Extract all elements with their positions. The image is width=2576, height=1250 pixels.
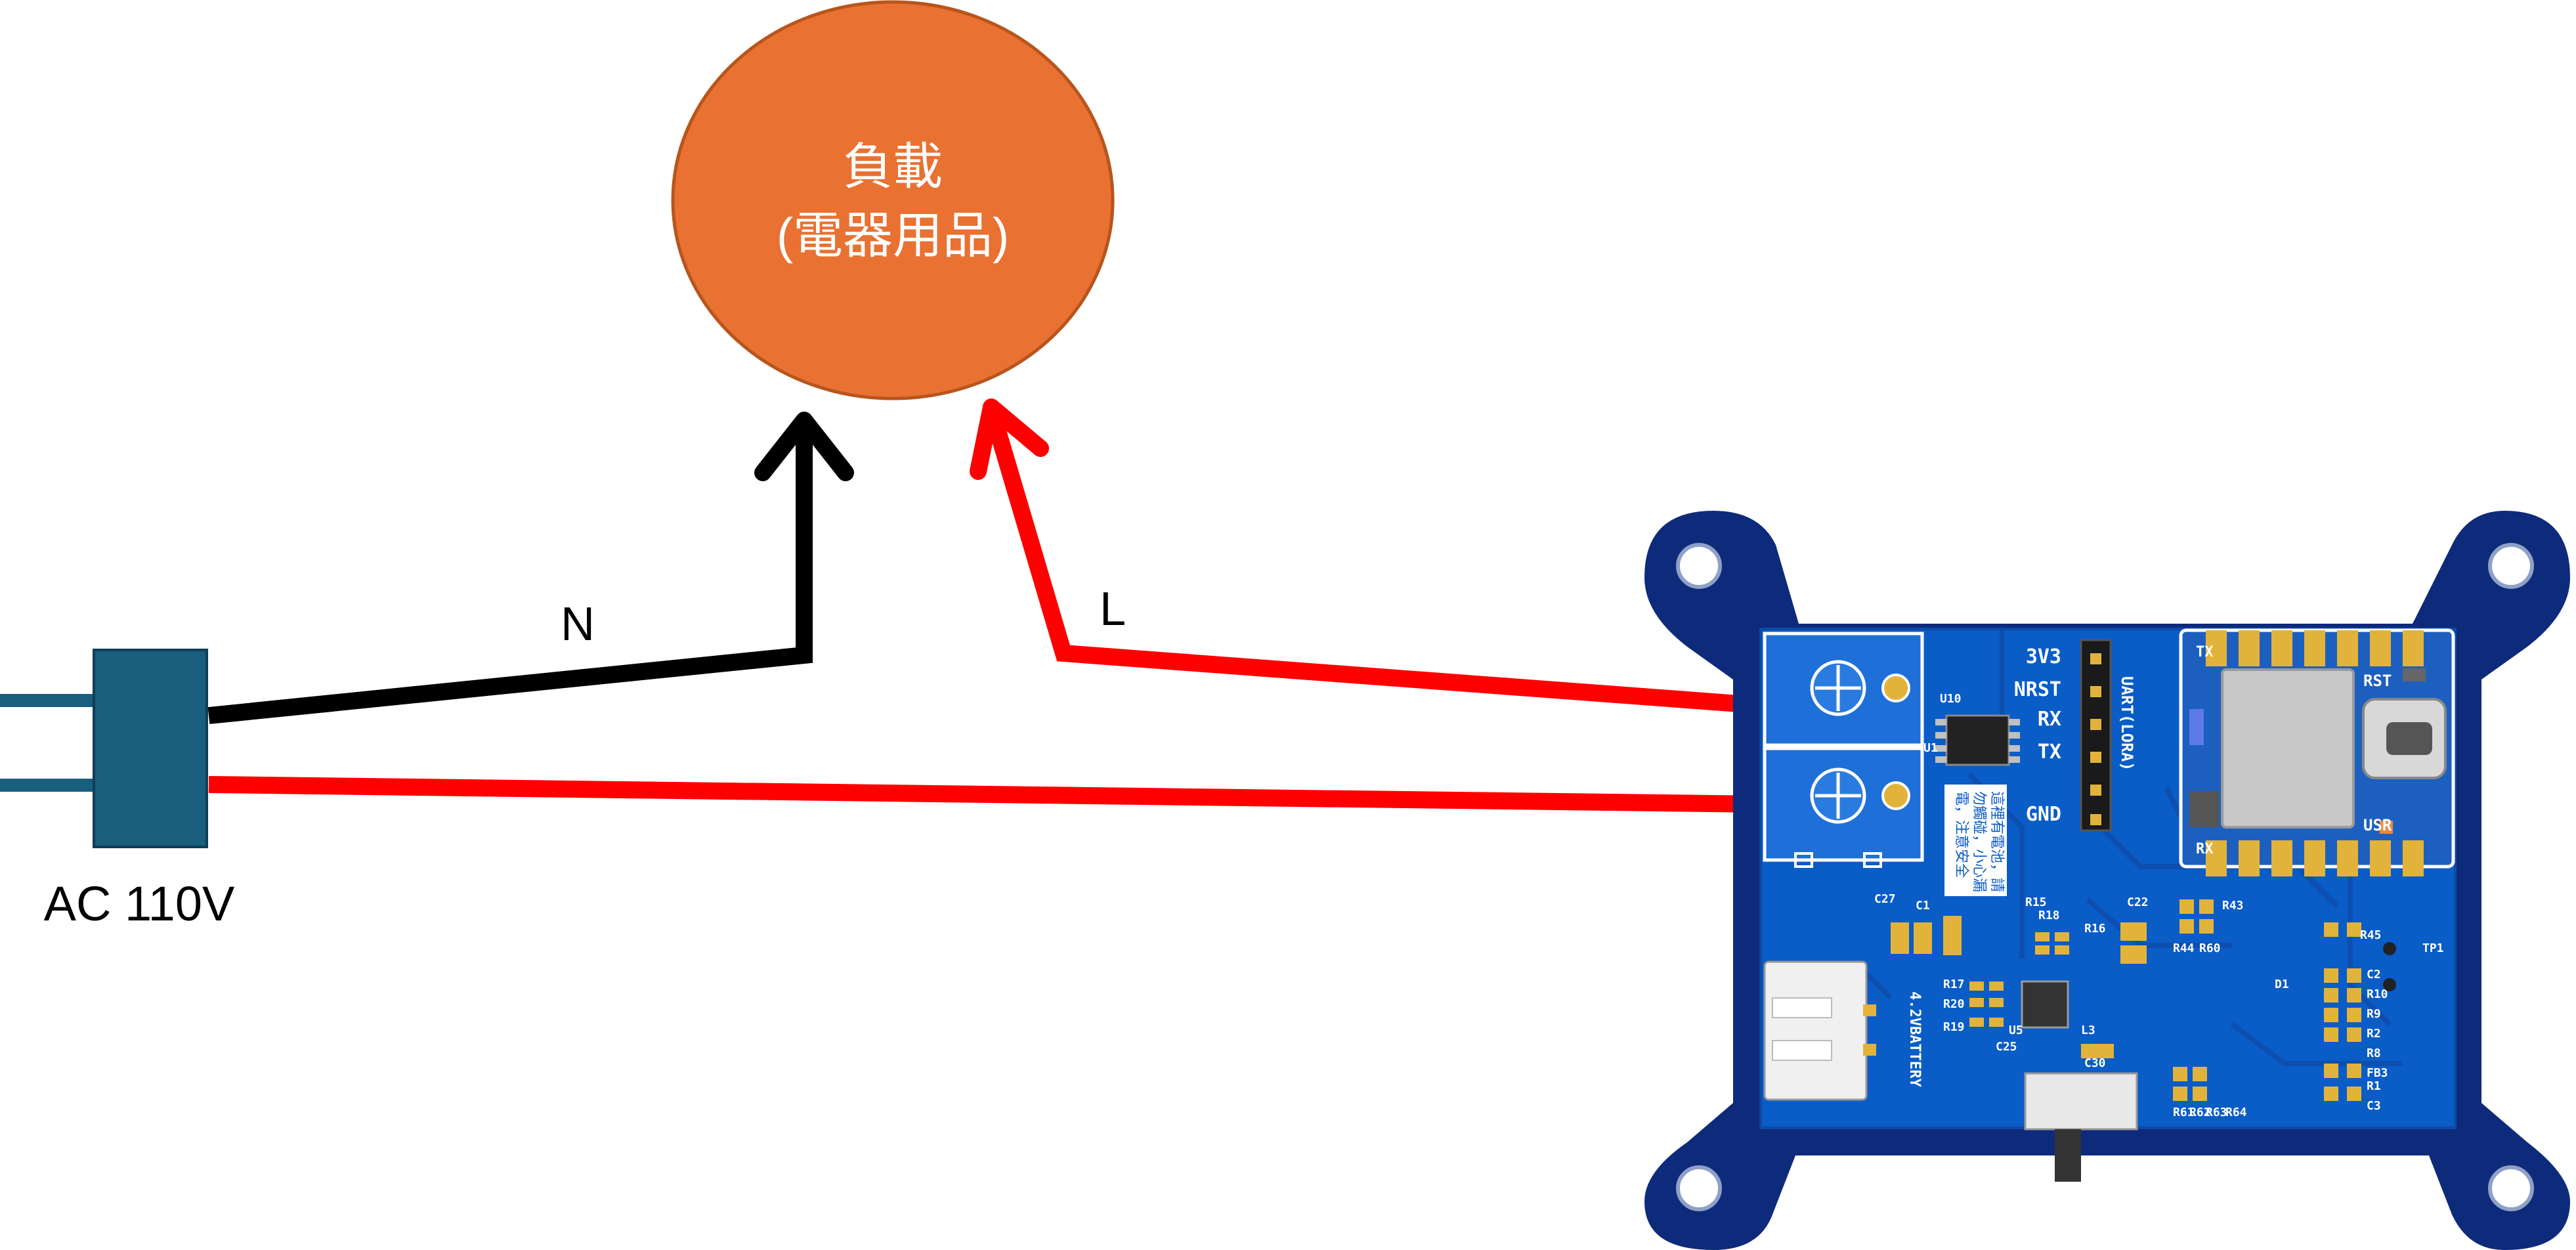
silk-l3: L3 [2081,1024,2095,1037]
silk-r15: R15 [2025,895,2047,909]
silk-c27: C27 [1874,892,1896,906]
header-pin-3v3: 3V3 [2026,645,2061,668]
neutral-wire: N [207,412,854,724]
battery-warning-note: 這裡有電池，請 勿觸碰，小心漏 電，注意安全 [1944,785,2007,896]
warning-line-1: 這裡有電池，請 [1988,791,2005,892]
mount-hole-top-left [1676,543,1722,589]
silk-r10: R10 [2367,987,2388,1001]
ac-plug: AC 110V [0,649,235,931]
silk-r17: R17 [1943,978,1965,991]
silk-r61: R61 [2173,1106,2195,1119]
ic-u1 [1935,714,2020,766]
silk-r44: R44 [2173,941,2195,955]
passive-components [1891,899,2361,1101]
header-pin-nrst: NRST [2014,678,2061,701]
header-pin-gnd: GND [2026,803,2061,826]
silk-r8: R8 [2367,1046,2381,1060]
silk-tp1: TP1 [2422,941,2444,955]
silk-r16: R16 [2084,922,2106,936]
silk-u5: U5 [2009,1024,2023,1037]
ic-qfn [2021,980,2069,1029]
module-shield [2221,668,2355,829]
test-point [2383,942,2396,955]
plug-label: AC 110V [44,876,235,931]
terminal-block-bottom [1763,746,1924,868]
plug-prong-top [0,694,95,707]
load-circle [671,0,1115,400]
silk-r60: R60 [2199,941,2221,955]
silk-r20: R20 [1943,997,1965,1011]
silk-r9: R9 [2367,1007,2381,1021]
silk-c30: C30 [2084,1056,2106,1070]
test-point [2383,978,2396,991]
battery-label: 4.2VBATTERY [1906,991,1923,1087]
silk-c1: C1 [1916,899,1930,913]
pcb-board: 3V3 NRST RX TX GND UART(LORA) [1644,511,2570,1250]
module-label-rst: RST [2363,672,2392,690]
silk-r2: R2 [2367,1027,2381,1041]
live-wire-to-load: L [970,399,1767,714]
power-switch [2024,1072,2138,1182]
silk-c25: C25 [1996,1040,2017,1054]
silk-r19: R19 [1943,1020,1965,1034]
uart-header: 3V3 NRST RX TX GND UART(LORA) [2014,639,2136,832]
neutral-wire-path [207,427,813,724]
plug-body [93,649,208,848]
warning-line-2: 勿觸碰，小心漏 [1971,791,1987,892]
live-wire-path [986,418,1767,714]
module-label-rx: RX [2196,841,2214,857]
mount-hole-top-right [2488,543,2534,589]
plug-prong-bottom [0,779,95,792]
neutral-label: N [561,598,595,651]
header-pin-tx: TX [2038,741,2061,764]
silk-r18: R18 [2038,909,2060,922]
header-pin-rx: RX [2038,708,2061,731]
silk-r45: R45 [2360,928,2382,942]
load-subtitle: (電器用品) [777,208,1010,264]
mount-hole-bottom-right [2488,1165,2534,1211]
battery-connector: 4.2VBATTERY [1763,960,1923,1101]
module-label-usr: USR [2363,816,2392,834]
silk-c3: C3 [2367,1099,2381,1113]
xiao-module: RST USR TX RX [2179,628,2455,876]
silk-u10: U10 [1940,692,1962,706]
silk-r62: R62 [2189,1106,2211,1119]
silkscreen-refs: U10 U1 C27 C1 R18 R15 R16 C22 R43 R44 R6… [1874,692,2444,1119]
silk-c22: C22 [2127,895,2149,909]
silk-d1: D1 [2275,978,2289,991]
silk-fb3: FB3 [2367,1066,2388,1080]
module-label-tx: TX [2196,644,2214,660]
neutral-arrowhead [754,412,854,481]
silk-r1: R1 [2367,1079,2381,1093]
warning-line-3: 電，注意安全 [1953,791,1969,878]
live-arrowhead [970,399,1049,480]
silk-r43: R43 [2222,899,2244,913]
silk-r64: R64 [2225,1106,2247,1119]
live-label: L [1100,583,1126,636]
silk-u1: U1 [1923,741,1938,755]
silk-c2: C2 [2367,968,2381,981]
header-title: UART(LORA) [2118,676,2136,771]
load-title: 負載 [843,139,943,195]
mount-hole-bottom-left [1676,1165,1722,1211]
load-appliance: 負載 (電器用品) [671,0,1115,400]
module-pads [2206,630,2424,876]
terminal-block-top [1763,632,1924,747]
live-wire-from-plug [208,776,1767,813]
silk-r63: R63 [2206,1106,2227,1119]
